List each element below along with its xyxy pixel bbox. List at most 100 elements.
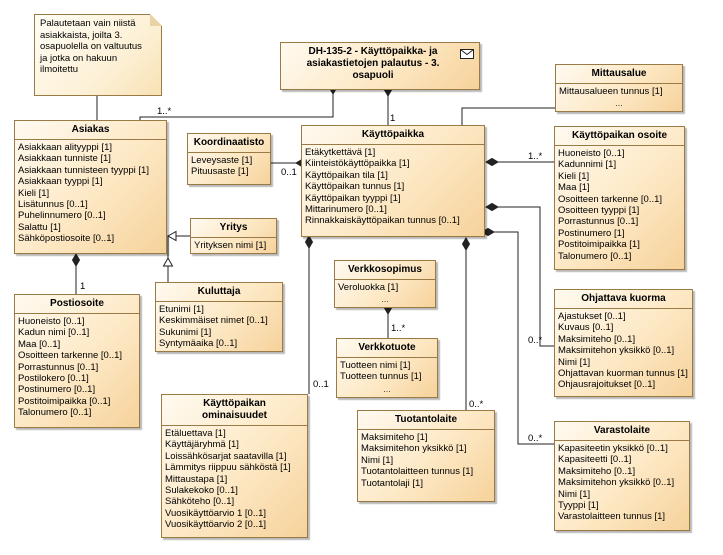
- multiplicity-label: 0..1: [313, 379, 329, 390]
- attribute: Käyttöpaikan tila [1]: [305, 169, 388, 181]
- attribute: Kieli [1]: [18, 187, 50, 199]
- message-title-line-2: asiakastietojen palautus - 3.: [306, 58, 440, 69]
- attribute: Kapasiteetin yksikkö [0..1]: [558, 443, 668, 454]
- attribute: Porrastunnus [0..1]: [558, 216, 639, 228]
- attribute: Syntymäaika [0..1]: [159, 338, 238, 350]
- class-yritys[interactable]: Yritys Yrityksen nimi [1]: [190, 218, 277, 254]
- attribute: Osoitteen tyyppi [1]: [558, 205, 640, 217]
- attribute: Vuosikäyttöarvio 1 [0..1]: [165, 507, 267, 519]
- attribute: Etäluettava [1]: [165, 428, 226, 439]
- class-mittausalue[interactable]: Mittausalue Mittausalueen tunnus [1] ...: [555, 64, 683, 112]
- class-title-line-1: Käyttöpaikan: [203, 398, 266, 409]
- attribute: Postinumero [0..1]: [18, 384, 96, 396]
- attribute: Maksimiteho [0..1]: [558, 465, 636, 477]
- attribute: Vuosikäyttöarvio 2 [0..1]: [165, 519, 267, 531]
- class-kayttopaikka[interactable]: Käyttöpaikka Etäkytkettävä [1] Kiinteist…: [301, 125, 485, 237]
- attribute: Ajastukset [0..1]: [558, 311, 626, 322]
- attribute: Loissähkösarjat saatavilla [1]: [165, 450, 287, 462]
- class-title: Tuotantolaite: [358, 411, 494, 430]
- class-kayttopaikan-osoite[interactable]: Käyttöpaikan osoite Huoneisto [0..1] Kad…: [554, 126, 685, 270]
- attribute: Sähköpostiosoite [0..1]: [18, 233, 115, 245]
- class-title-line-2: ominaisuudet: [201, 410, 267, 421]
- constraint-note: Palautetaan vain niistä asiakkaista, joi…: [34, 14, 162, 96]
- attribute: Maksimiteho [1]: [361, 432, 428, 443]
- multiplicity-label: 1..*: [528, 151, 543, 162]
- attribute: Rinnakkaiskäyttöpaikan tunnus [0..1]: [305, 215, 460, 227]
- multiplicity-label: 0..*: [469, 399, 484, 410]
- note-line-5: ilmoitettu: [40, 64, 79, 75]
- class-verkkotuote[interactable]: Verkkotuote Tuotteen nimi [1] Tuotteen t…: [336, 338, 438, 398]
- attribute: Leveysaste [1]: [191, 155, 253, 166]
- attribute: Asiakkaan tyyppi [1]: [18, 176, 103, 188]
- class-title: Verkkosopimus: [335, 261, 435, 280]
- attribute: Etäkytkettävä [1]: [305, 147, 376, 158]
- attribute: Nimi [1]: [558, 488, 591, 500]
- attribute: Maksimitehon yksikkö [1]: [361, 443, 467, 455]
- class-title: Kuluttaja: [156, 283, 282, 302]
- multiplicity-label: 0..1: [281, 167, 297, 178]
- class-ohjattava-kuorma[interactable]: Ohjattava kuorma Ajastukset [0..1] Kuvau…: [554, 289, 693, 397]
- class-tuotantolaite[interactable]: Tuotantolaite Maksimiteho [1] Maksimiteh…: [357, 410, 495, 502]
- attribute: Maksimiteho [0..1]: [558, 333, 636, 345]
- class-kuluttaja[interactable]: Kuluttaja Etunimi [1] Keskimmäiset nimet…: [155, 282, 283, 352]
- multiplicity-label: 1: [80, 281, 86, 292]
- multiplicity-label: 1..*: [157, 106, 172, 117]
- attribute: Ohjattavan kuorman tunnus [1]: [558, 368, 688, 380]
- message-dh-135-2[interactable]: DH-135-2 - Käyttöpaikka- ja asiakastieto…: [280, 42, 480, 90]
- attribute: Tuotantolaitteen tunnus [1]: [361, 466, 474, 478]
- attribute: Mittaustapa [1]: [165, 473, 228, 485]
- attribute: Keskimmäiset nimet [0..1]: [159, 315, 268, 327]
- attribute: Käyttäjäryhmä [1]: [165, 439, 239, 451]
- note-line-1: Palautetaan vain niistä: [40, 18, 136, 29]
- attribute: Kiinteistökäyttöpaikka [1]: [305, 158, 410, 170]
- attribute: Kieli [1]: [558, 170, 590, 182]
- message-title-line-1: DH-135-2 - Käyttöpaikka- ja: [308, 46, 438, 57]
- attribute: Mittarinumero [0..1]: [305, 204, 387, 216]
- attribute: Huoneisto [0..1]: [558, 148, 625, 159]
- attribute: Lisätunnus [0..1]: [18, 199, 88, 211]
- class-postiosoite[interactable]: Postiosoite Huoneisto [0..1] Kadun nimi …: [14, 294, 140, 428]
- attribute: Kapasiteetti [0..1]: [558, 454, 632, 466]
- attribute: Kadun nimi [0..1]: [18, 327, 90, 339]
- attribute: Postitoimipaikka [1]: [558, 239, 640, 251]
- attribute-ellipsis: ...: [615, 98, 623, 109]
- attribute: Varastolaitteen tunnus [1]: [558, 511, 666, 523]
- multiplicity-label: 1..*: [391, 323, 406, 334]
- attribute-ellipsis: ...: [383, 383, 391, 394]
- multiplicity-label: 1: [390, 113, 396, 124]
- attribute: Asiakkaan tunniste [1]: [18, 153, 111, 165]
- attribute: Yrityksen nimi [1]: [194, 240, 267, 251]
- class-title: Yritys: [191, 219, 276, 238]
- class-title: Verkkotuote: [337, 339, 437, 358]
- attribute: Käyttöpaikan tyyppi [1]: [305, 192, 401, 204]
- attribute: Asiakkaan alityyppi [1]: [18, 142, 112, 153]
- multiplicity-label: 0..*: [528, 433, 543, 444]
- attribute: Maksimitehon yksikkö [0..1]: [558, 477, 675, 489]
- attribute: Maa [1]: [558, 182, 590, 194]
- note-fold-corner: [150, 14, 162, 26]
- note-line-3: osapuolella on valtuutus: [40, 41, 142, 52]
- attribute: Porrastunnus [0..1]: [18, 361, 99, 373]
- attribute: Lämmitys riippuu sähköstä [1]: [165, 462, 291, 474]
- attribute: Asiakkaan tunnisteen tyyppi [1]: [18, 164, 149, 176]
- multiplicity-label: 0..*: [528, 335, 543, 346]
- class-title: Mittausalue: [556, 65, 682, 84]
- attribute: Postinumero [1]: [558, 227, 625, 239]
- class-title: Varastolaite: [555, 422, 689, 441]
- attribute-ellipsis: ...: [381, 294, 389, 305]
- class-title: Ohjattava kuorma: [555, 290, 692, 309]
- class-asiakas[interactable]: Asiakas Asiakkaan alityyppi [1] Asiakkaa…: [14, 120, 167, 254]
- class-varastolaite[interactable]: Varastolaite Kapasiteetin yksikkö [0..1]…: [554, 421, 690, 531]
- class-koordinaatisto[interactable]: Koordinaatisto Leveysaste [1] Pituusaste…: [187, 133, 271, 185]
- class-verkkosopimus[interactable]: Verkkosopimus Veroluokka [1] ...: [334, 260, 436, 308]
- class-kayttopaikan-ominaisuudet[interactable]: Käyttöpaikan ominaisuudet Etäluettava [1…: [161, 394, 308, 538]
- message-title-line-3: osapuoli: [352, 70, 394, 81]
- attribute: Talonumero [0..1]: [558, 250, 632, 262]
- attribute: Kadunnimi [1]: [558, 159, 617, 171]
- attribute: Tuotantolaji [1]: [361, 477, 423, 489]
- attribute: Tuotteen tunnus [1]: [340, 371, 422, 383]
- class-title: Käyttöpaikka: [302, 126, 484, 145]
- attribute: Huoneisto [0..1]: [18, 316, 85, 327]
- attribute: Käyttöpaikan tunnus [1]: [305, 181, 405, 193]
